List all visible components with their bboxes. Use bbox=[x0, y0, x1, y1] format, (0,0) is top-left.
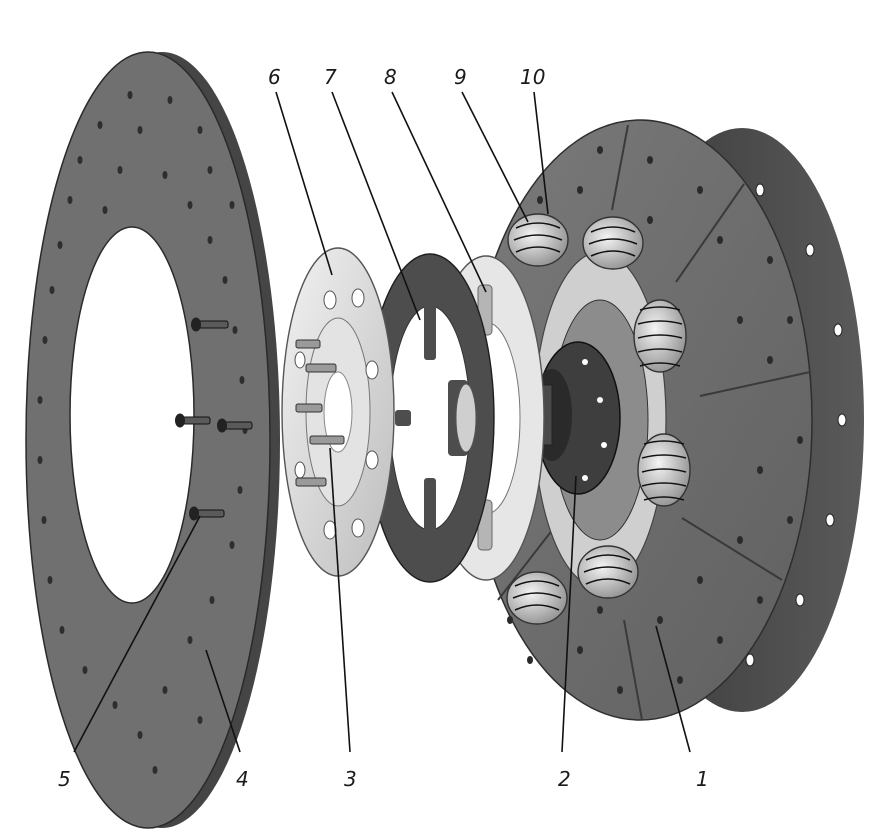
lining-bolts bbox=[175, 317, 253, 521]
spring-bottom-right bbox=[577, 545, 639, 599]
spring-right-upper bbox=[633, 299, 687, 373]
callout-5: 5 bbox=[58, 767, 71, 791]
leader-6 bbox=[275, 91, 333, 276]
hub-bolt-holes bbox=[582, 359, 607, 481]
lining-holes bbox=[37, 91, 248, 774]
callout-labels: 6 7 8 9 10 5 4 3 2 1 bbox=[58, 65, 709, 791]
segment-dividers bbox=[497, 124, 811, 721]
callout-9: 9 bbox=[454, 65, 467, 89]
callout-6: 6 bbox=[268, 65, 281, 89]
disc-holes bbox=[507, 146, 803, 694]
leader-10 bbox=[533, 91, 549, 215]
leader-4 bbox=[205, 649, 241, 753]
leader-5 bbox=[73, 515, 201, 753]
leader-2 bbox=[561, 475, 577, 753]
damper-springs bbox=[506, 213, 691, 625]
spring-bottom-left bbox=[506, 571, 568, 625]
callout-2: 2 bbox=[558, 767, 571, 791]
rim-holes bbox=[745, 183, 847, 667]
friction-lining-ring bbox=[25, 51, 280, 829]
spring-right-lower bbox=[637, 433, 691, 507]
leader-8 bbox=[391, 91, 487, 293]
callout-4: 4 bbox=[236, 767, 249, 791]
leader-3 bbox=[329, 447, 351, 753]
spring-top-right bbox=[582, 216, 644, 270]
leader-7 bbox=[331, 91, 421, 321]
callout-7: 7 bbox=[324, 65, 337, 89]
hub-disc-plate bbox=[281, 247, 395, 577]
leader-lines bbox=[73, 91, 691, 753]
leader-9 bbox=[461, 91, 529, 223]
spring-top-left bbox=[507, 213, 569, 267]
callout-8: 8 bbox=[384, 65, 397, 89]
callout-1: 1 bbox=[696, 767, 709, 791]
rivet-pins bbox=[295, 339, 345, 487]
callout-3: 3 bbox=[344, 767, 357, 791]
leader-1 bbox=[655, 625, 691, 753]
lining-bore bbox=[69, 226, 195, 604]
damper-plate bbox=[365, 253, 495, 583]
callout-10: 10 bbox=[520, 65, 545, 89]
damper-spring-center bbox=[455, 383, 477, 453]
